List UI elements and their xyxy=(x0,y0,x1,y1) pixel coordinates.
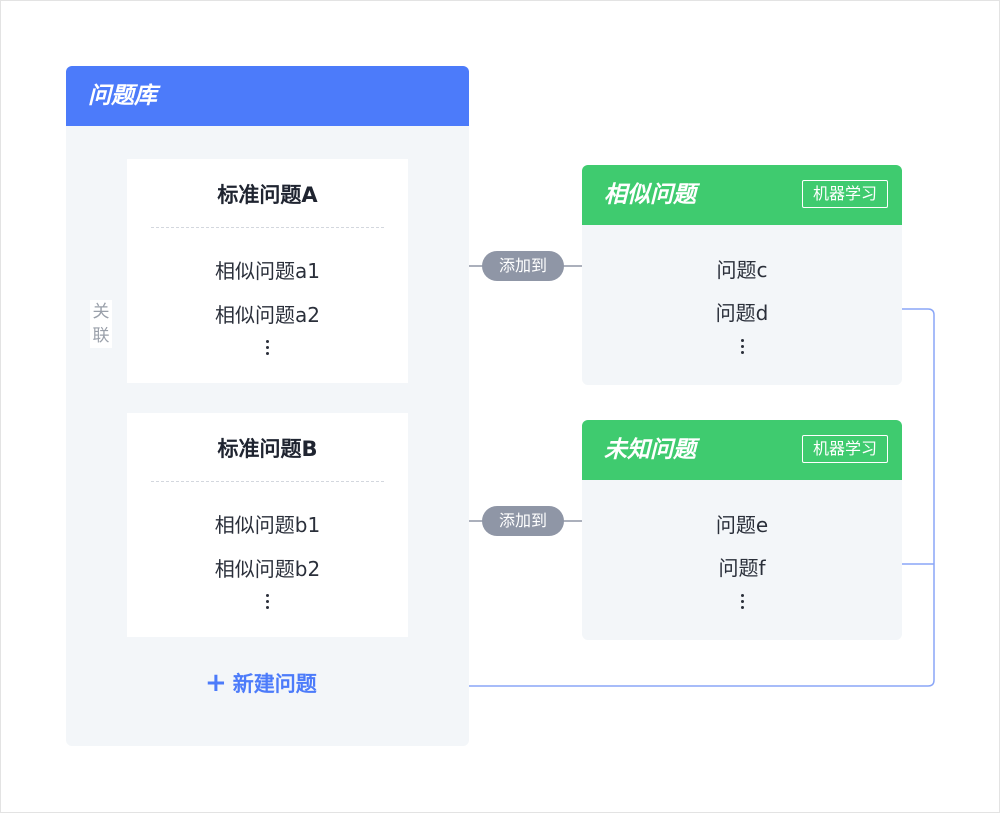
more-icon xyxy=(127,339,408,363)
similar-question-item: 相似问题a2 xyxy=(215,303,320,327)
standard-question-title: 标准问题A xyxy=(217,183,318,207)
new-question-label: 新建问题 xyxy=(232,672,317,696)
more-icon xyxy=(582,593,902,617)
relation-label-char: 联 xyxy=(92,326,110,346)
more-icon xyxy=(582,338,902,362)
new-question-button[interactable]: +新建问题 xyxy=(205,668,317,698)
question-item-f: 问题f xyxy=(718,556,766,580)
divider xyxy=(151,227,384,228)
plus-icon: + xyxy=(205,668,227,698)
unknown-questions-header: 未知问题 机器学习 xyxy=(582,420,902,480)
standard-question-card-a: 标准问题A 相似问题a1 相似问题a2 xyxy=(127,159,408,383)
new-question-link xyxy=(362,308,935,687)
relation-label: 关 联 xyxy=(90,300,112,348)
add-to-button[interactable]: 添加到 xyxy=(482,251,564,281)
unknown-questions-panel: 未知问题 机器学习 问题e 问题f xyxy=(582,420,902,640)
similar-questions-panel: 相似问题 机器学习 问题c 问题d xyxy=(582,165,902,385)
more-icon xyxy=(127,593,408,617)
similar-questions-header: 相似问题 机器学习 xyxy=(582,165,902,225)
similar-question-item: 相似问题b1 xyxy=(214,513,321,537)
machine-learning-badge: 机器学习 xyxy=(801,435,888,463)
add-to-button[interactable]: 添加到 xyxy=(482,506,564,536)
machine-learning-badge: 机器学习 xyxy=(801,180,888,208)
question-item-c: 问题c xyxy=(716,258,768,282)
standard-question-card-b: 标准问题B 相似问题b1 相似问题b2 xyxy=(127,413,408,637)
divider xyxy=(151,481,384,482)
unknown-questions-title: 未知问题 xyxy=(604,437,696,463)
similar-questions-title: 相似问题 xyxy=(604,182,696,208)
question-item-d: 问题d xyxy=(715,301,769,325)
question-library-panel: 问题库 标准问题A 相似问题a1 相似问题a2 标准问题B 相似问题b1 相似问… xyxy=(66,66,469,746)
standard-question-title: 标准问题B xyxy=(217,437,318,461)
question-item-e: 问题e xyxy=(715,513,769,537)
library-header: 问题库 xyxy=(66,66,469,126)
similar-question-item: 相似问题a1 xyxy=(215,259,320,283)
relation-label-char: 关 xyxy=(92,302,110,322)
similar-question-item: 相似问题b2 xyxy=(214,557,321,581)
